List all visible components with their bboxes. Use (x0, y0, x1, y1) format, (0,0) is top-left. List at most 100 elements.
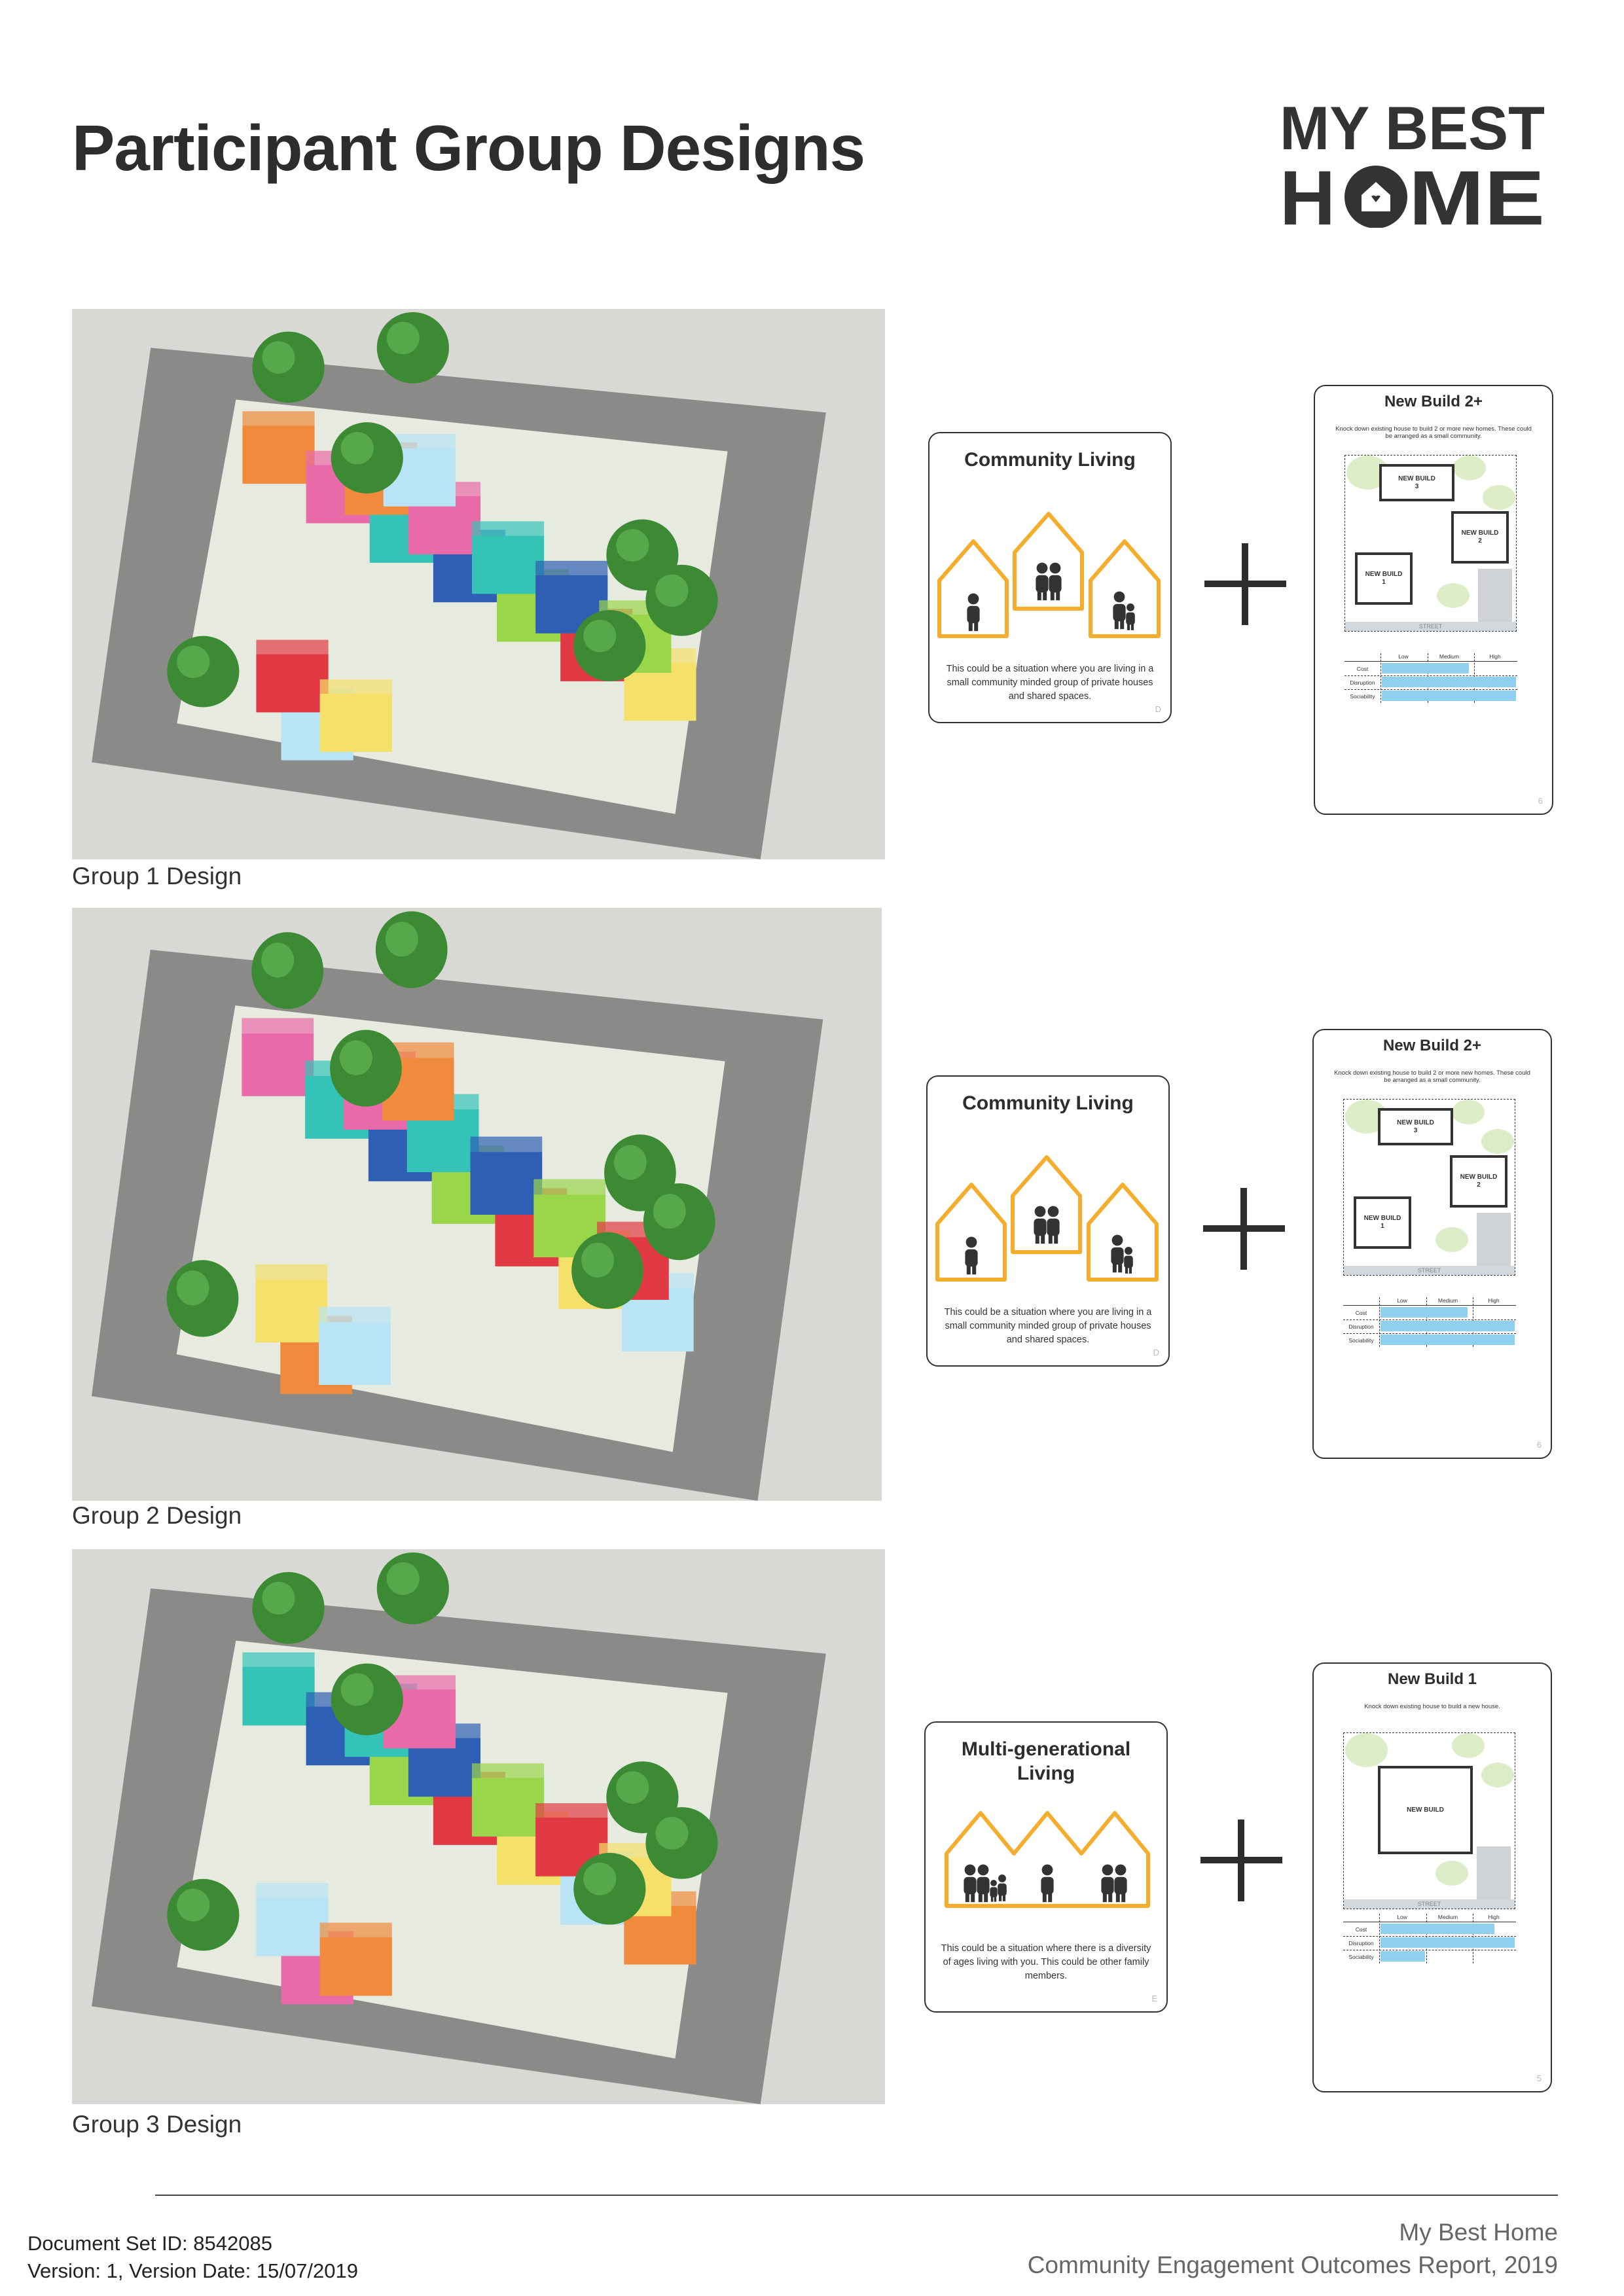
rating-bar (1380, 1335, 1515, 1345)
build-option-card: New Build 1 Knock down existing house to … (1312, 1662, 1552, 2092)
model-block (470, 1152, 543, 1215)
rating-column-header: Medium (1439, 653, 1460, 660)
model-block (471, 535, 545, 594)
svg-text:H: H (1280, 155, 1335, 228)
three-houses-icon (934, 1155, 1162, 1289)
plus-icon (1203, 1188, 1285, 1270)
header-rule (1344, 661, 1517, 662)
new-build-footprint: NEW BUILD 2 (1451, 511, 1509, 564)
model-block (256, 654, 329, 713)
build-option-title: New Build 1 (1387, 1670, 1477, 1688)
tree-icon (1435, 1861, 1468, 1886)
group-1-caption: Group 1 Design (72, 863, 242, 889)
row-divider (1344, 675, 1517, 676)
model-block (319, 1937, 392, 1996)
column-divider (1380, 653, 1381, 703)
street-label: STREET (1344, 1266, 1515, 1275)
column-divider (1379, 1914, 1380, 1964)
card-letter: D (1155, 704, 1161, 714)
scenario-description: This could be a situation where there is… (941, 1943, 1151, 1981)
header-rule (1343, 1305, 1516, 1306)
multigenerational-house-icon (932, 1801, 1160, 1935)
scenario-description: This could be a situation where you are … (944, 1307, 1152, 1345)
tree-icon (1435, 1227, 1468, 1252)
card-page-number: 6 (1536, 1440, 1542, 1450)
rating-column-header: Medium (1437, 1297, 1458, 1304)
street-label: STREET (1344, 1899, 1515, 1909)
street-label: STREET (1345, 622, 1516, 631)
scenario-title: Multi-generational Living (961, 1738, 1131, 1784)
build-option-title: New Build 2+ (1384, 393, 1483, 410)
card-page-number: 6 (1538, 796, 1543, 806)
model-block (319, 1322, 391, 1386)
scenario-title: Community Living (962, 1092, 1134, 1114)
group-2-model-photo (72, 908, 882, 1501)
new-build-footprint: NEW BUILD 3 (1378, 1108, 1453, 1145)
rating-column-header: Medium (1437, 1914, 1458, 1920)
card-letter: D (1153, 1348, 1159, 1357)
group-2-caption: Group 2 Design (72, 1502, 242, 1529)
tree-icon (1452, 1100, 1485, 1124)
footer-report-title: Community Engagement Outcomes Report, 20… (1027, 2251, 1558, 2278)
build-option-card: New Build 2+Knock down existing house to… (1312, 1029, 1552, 1459)
rating-label: Cost (1355, 1310, 1367, 1316)
rating-bar (1380, 1321, 1515, 1331)
card-letter: E (1151, 1994, 1157, 2003)
rating-label: Disruption (1350, 679, 1375, 686)
rating-bar (1380, 1951, 1425, 1962)
row-divider (1344, 689, 1517, 690)
model-block (242, 1666, 315, 1726)
model-block (256, 1897, 329, 1956)
rating-column-header: High (1488, 1297, 1500, 1304)
tree-icon (1345, 1733, 1388, 1767)
my-best-home-logo: MY BEST H ME (1280, 94, 1548, 242)
driveway (1477, 1846, 1511, 1909)
build-option-description: Knock down existing house to build 2 or … (1335, 425, 1532, 440)
model-block (242, 425, 315, 484)
rating-label: Sociability (1348, 1954, 1374, 1960)
rating-column-header: Low (1397, 1914, 1407, 1920)
row-divider (1343, 1319, 1516, 1320)
rating-bar (1382, 691, 1516, 701)
group-3-caption: Group 3 Design (72, 2111, 242, 2138)
three-houses-icon (936, 512, 1164, 646)
tree-icon (1481, 1763, 1514, 1787)
driveway (1477, 1213, 1511, 1275)
rating-column-header: High (1489, 653, 1501, 660)
new-build-footprint: NEW BUILD 3 (1379, 464, 1454, 501)
tree-icon (1483, 485, 1515, 510)
plus-icon (1200, 1820, 1282, 1901)
model-block (319, 693, 392, 752)
new-build-footprint: NEW BUILD 2 (1450, 1155, 1507, 1208)
tree-icon (1453, 456, 1486, 480)
svg-text:ME: ME (1409, 155, 1545, 228)
tree-icon (1437, 583, 1470, 608)
build-option-description: Knock down existing house to build 2 or … (1334, 1069, 1530, 1084)
driveway (1478, 569, 1512, 631)
build-option-description: Knock down existing house to build a new… (1364, 1703, 1500, 1710)
footer-org: My Best Home (1399, 2219, 1558, 2246)
card-page-number: 5 (1536, 2073, 1542, 2083)
rating-bar (1380, 1307, 1468, 1318)
rating-bar (1382, 663, 1470, 673)
rating-bar (1382, 677, 1516, 687)
tree-icon (1481, 1129, 1514, 1154)
document-set-id: Document Set ID: 8542085 (27, 2232, 272, 2255)
new-build-footprint: NEW BUILD 1 (1354, 1196, 1411, 1249)
row-divider (1343, 1333, 1516, 1334)
new-build-footprint: NEW BUILD 1 (1355, 552, 1413, 605)
rating-label: Sociability (1350, 693, 1375, 700)
rating-label: Sociability (1348, 1337, 1374, 1344)
page-title: Participant Group Designs (72, 112, 865, 184)
build-option-card: New Build 2+ Knock down existing house to… (1314, 385, 1553, 815)
rating-bar (1380, 1924, 1495, 1934)
version-info: Version: 1, Version Date: 15/07/2019 (27, 2259, 358, 2282)
rating-column-header: Low (1398, 653, 1409, 660)
plus-icon (1204, 543, 1286, 625)
scenario-description: This could be a situation where you are … (946, 664, 1154, 702)
rating-column-header: Low (1397, 1297, 1407, 1304)
